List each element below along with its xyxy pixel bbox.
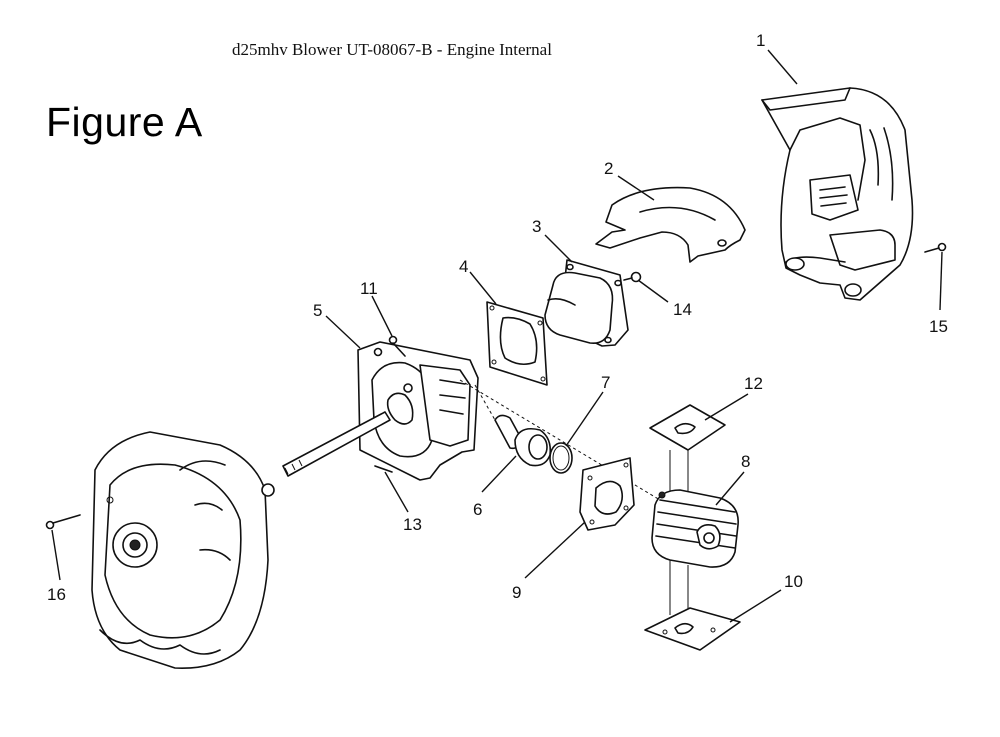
callout-7: 7 [601,373,610,392]
part-4-muffler-gasket [486,301,548,386]
callout-11: 11 [360,279,378,298]
callout-3: 3 [532,217,541,236]
part-16-screw [45,514,81,530]
crankshaft [282,411,391,477]
callout-15: 15 [929,317,948,336]
part-2-cylinder-shield [595,186,746,263]
callout-4: 4 [459,257,468,276]
callout-14: 14 [673,300,692,319]
part-16-fan-housing [91,431,275,669]
part-12-top-plate [649,404,726,500]
callout-6: 6 [473,500,482,519]
part-3-muffler [544,259,629,347]
callout-5: 5 [313,301,322,320]
part-15-screw [924,242,947,253]
callout-labels: 1 2 3 4 5 6 7 8 9 10 11 12 13 14 15 16 [47,31,948,604]
part-11-screw [388,335,406,357]
part-8-cylinder [651,489,739,615]
callout-1: 1 [756,31,765,50]
callout-8: 8 [741,452,750,471]
callout-12: 12 [744,374,763,393]
part-10-bottom-plate [644,607,741,651]
callout-10: 10 [784,572,803,591]
part-13-pin [374,465,393,473]
callout-13: 13 [403,515,422,534]
document-title: d25mhv Blower UT-08067-B - Engine Intern… [232,40,552,59]
part-1-housing-cover [761,87,914,301]
callout-9: 9 [512,583,521,602]
callout-16: 16 [47,585,66,604]
part-7-piston-ring [549,442,573,474]
figure-label: Figure A [46,99,203,145]
part-6-piston-rod [494,414,552,467]
part-9-cylinder-gasket [579,457,635,531]
part-14-screw [623,271,642,283]
leader-lines [51,49,943,623]
part-5-crankcase [357,341,479,481]
callout-2: 2 [604,159,613,178]
